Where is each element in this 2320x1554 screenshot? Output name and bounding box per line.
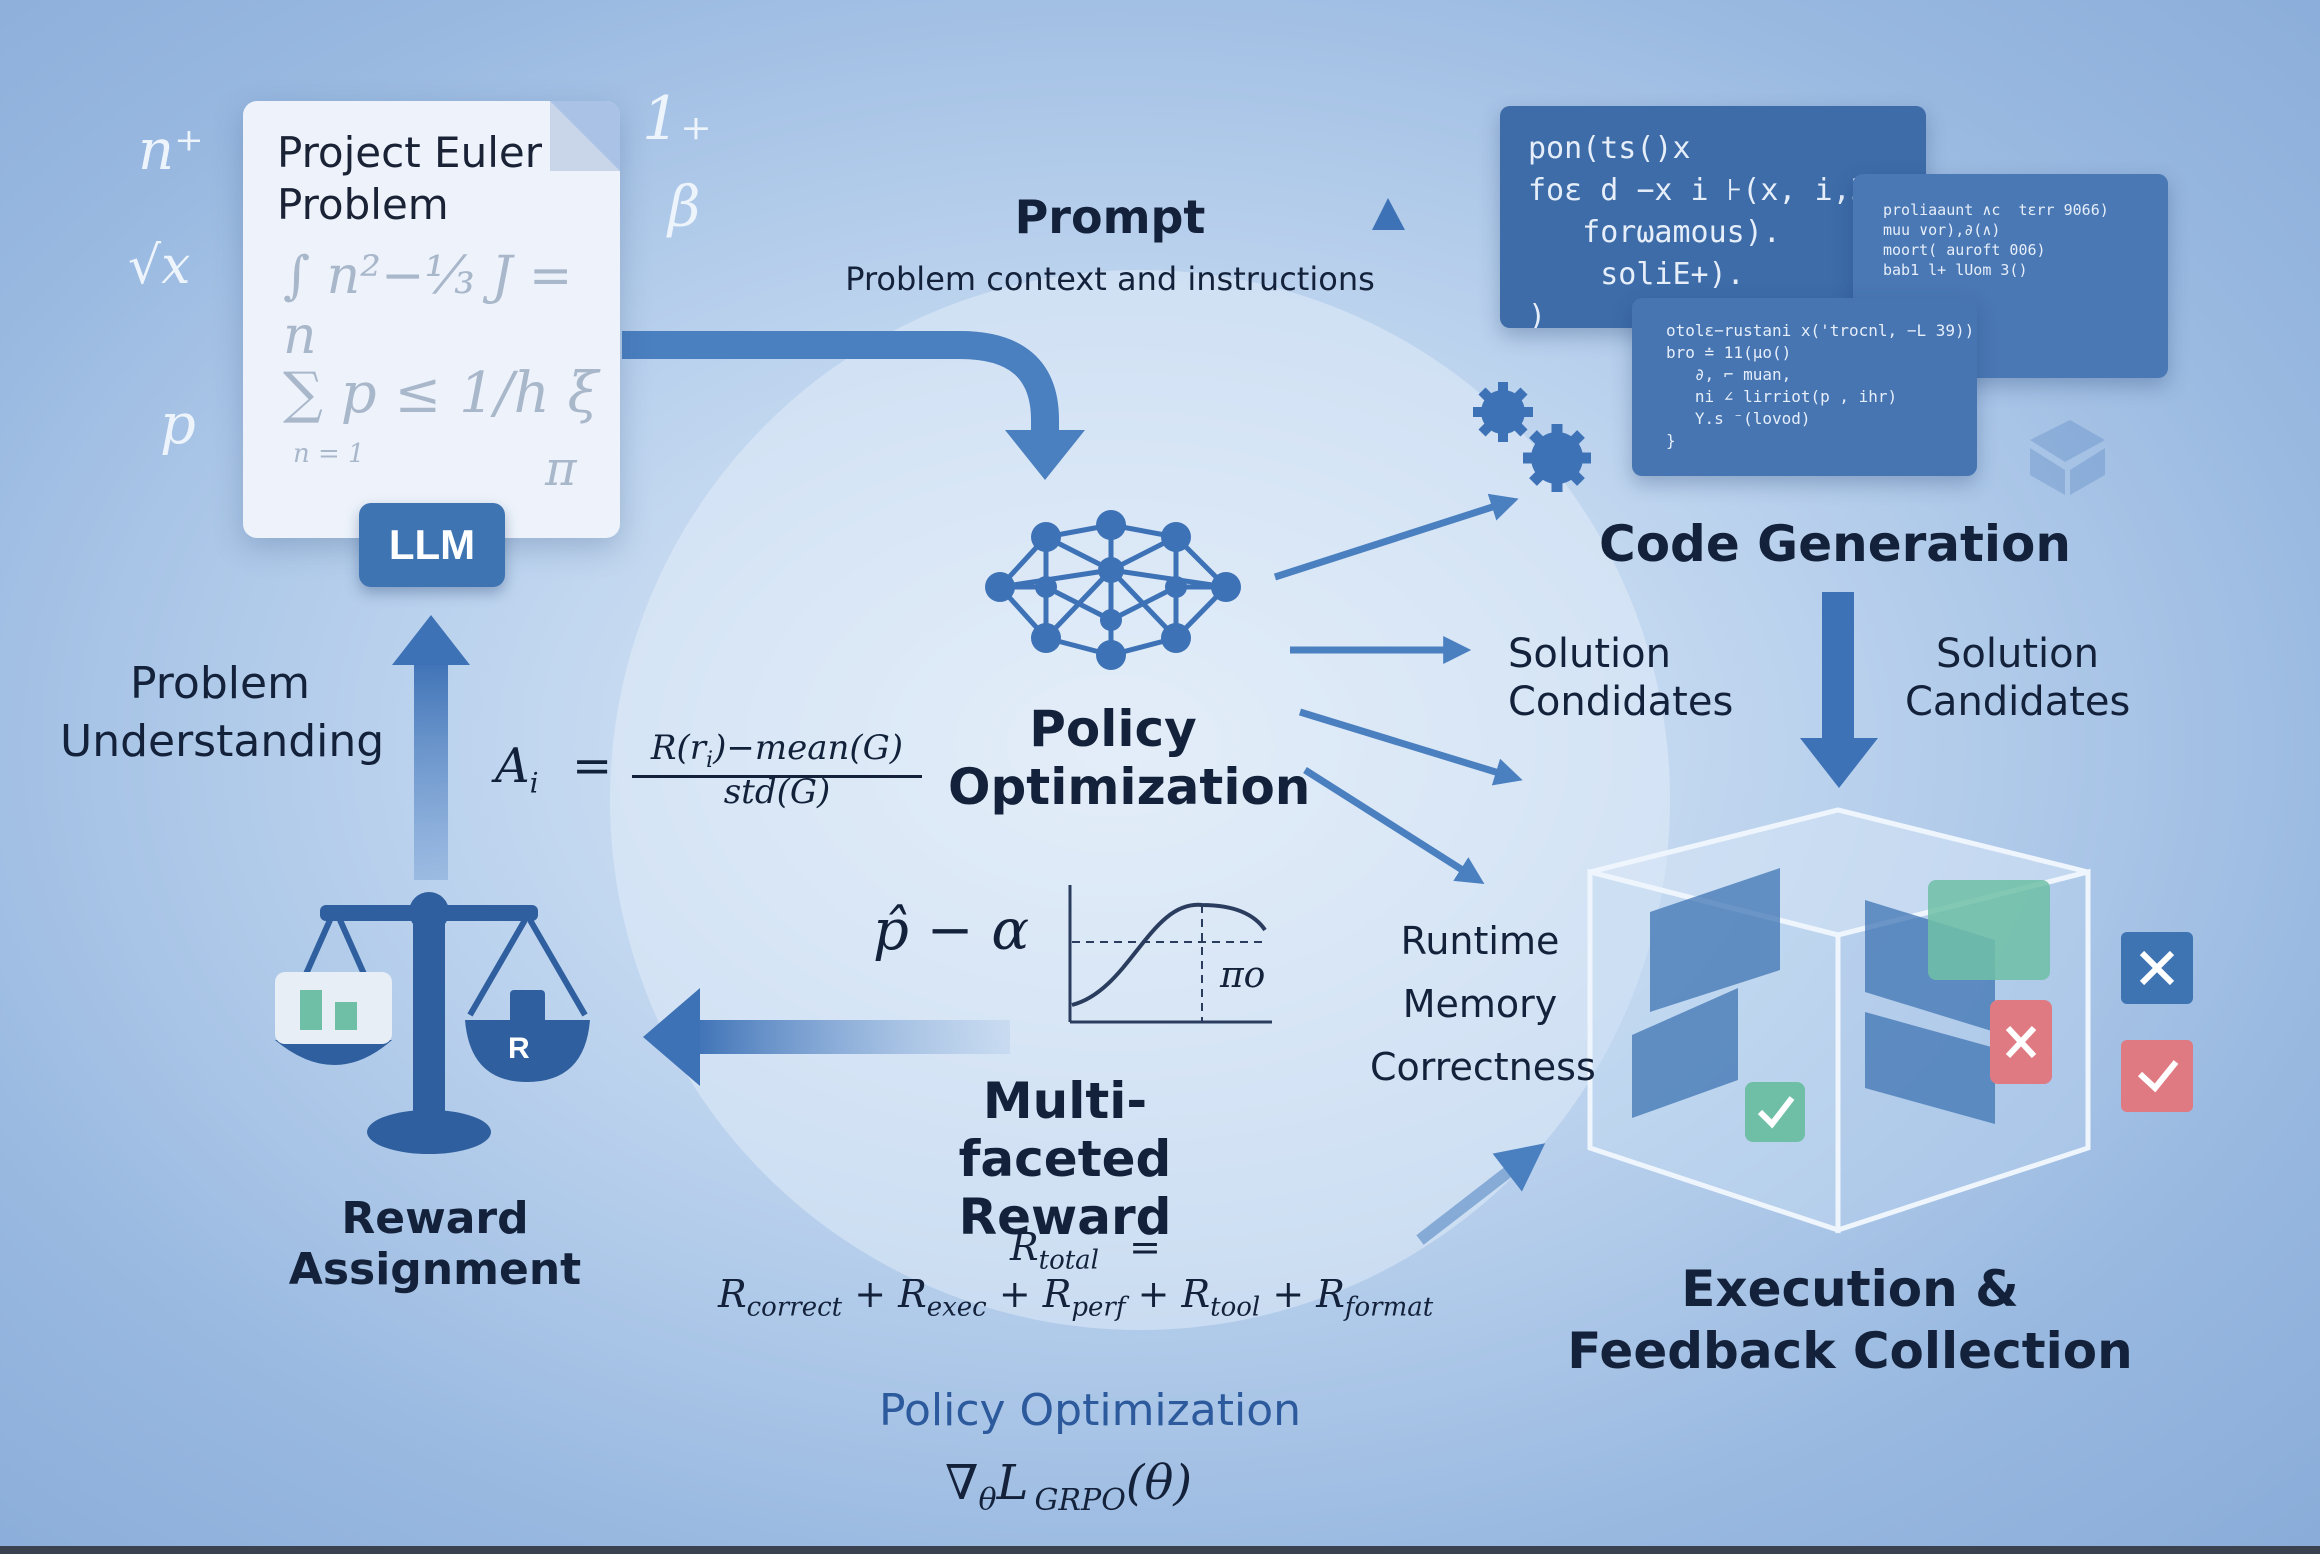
total-equals: = (1129, 1225, 1161, 1269)
policy-optimization-title: Policy Optimization (948, 700, 1311, 816)
term-perf-symbol: R (1042, 1272, 1072, 1316)
metric-correctness: Correctness (1370, 1045, 1596, 1089)
document-formula-1: ∫ n²−⅓ J = n (283, 246, 573, 366)
prompt-subtitle: Problem context and instructions (845, 260, 1375, 298)
term-correct-sub: correct (746, 1292, 843, 1323)
reward-assignment-title: Reward Assignment (288, 1193, 582, 1295)
advantage-numerator-sub: i (706, 747, 714, 773)
metrics-list: Runtime Memory Correctness (1370, 910, 1596, 1099)
advantage-formula: Ai = (495, 738, 632, 800)
neural-network-icon (985, 510, 1241, 670)
document-title: Project Euler Problem (277, 128, 542, 229)
term-exec-symbol: R (898, 1272, 927, 1316)
plus-2: + (998, 1272, 1031, 1316)
term-tool-sub: tool (1210, 1292, 1261, 1323)
document-formula-3: n = 1 (293, 439, 365, 469)
advantage-lhs-sub: i (529, 766, 539, 800)
solution-candidates-left: Solution Condidates (1508, 631, 1734, 725)
gears-icon (1473, 382, 1591, 492)
total-lhs-symbol: R (1010, 1225, 1039, 1269)
solution-candidates-right: Solution Candidates (1905, 631, 2131, 725)
grad-symbol: ∇ (945, 1455, 979, 1511)
loss-arg: (θ) (1125, 1455, 1193, 1511)
arrow-policy-to-codegen (1273, 493, 1519, 581)
plus-3: + (1137, 1272, 1170, 1316)
code-generation-title: Code Generation (1599, 515, 2071, 573)
arrow-down-shaft (1822, 592, 1854, 742)
advantage-denominator: std(G) (723, 772, 831, 812)
total-lhs-sub: total (1038, 1245, 1099, 1276)
term-exec-sub: exec (926, 1292, 987, 1323)
metric-runtime: Runtime (1400, 919, 1560, 963)
arrow-up-shaft (414, 660, 448, 880)
arrow-doc-to-policy (622, 331, 1059, 440)
term-tool-symbol: R (1181, 1272, 1211, 1316)
decor-symbol-beta: β (668, 175, 701, 240)
plus-1: + (854, 1272, 887, 1316)
arrow-left-shaft (695, 1020, 1010, 1054)
arrow-down-head (1800, 738, 1878, 788)
term-perf-sub: perf (1071, 1292, 1126, 1323)
plus-4: + (1272, 1272, 1305, 1316)
page-fold-icon (550, 101, 620, 171)
decor-symbol-p: p (160, 392, 196, 457)
bottom-edge-bar (0, 1546, 2320, 1554)
arrow-up-head (392, 615, 470, 665)
balance-scale-icon (275, 892, 590, 1154)
advantage-numerator: R(ri)−mean(G) (632, 728, 922, 778)
reward-curve-icon (1068, 885, 1272, 1024)
advantage-lhs: A (495, 738, 530, 794)
execution-cube-icon (1587, 807, 2091, 1234)
document-formula-4: π (545, 441, 577, 497)
advantage-numerator-head: R(r (650, 728, 707, 768)
scale-r-label: R (508, 1032, 530, 1065)
bottom-policy-title: Policy Optimization (878, 1385, 1302, 1436)
llm-badge: LLM (359, 503, 505, 587)
metric-memory: Memory (1402, 982, 1558, 1026)
term-format-symbol: R (1316, 1272, 1345, 1316)
total-reward-lhs: Rtotal = (1010, 1225, 1161, 1276)
decor-symbol-n: n⁺ (138, 118, 204, 183)
problem-document-card: Project Euler Problem ∫ n²−⅓ J = n ∑ p ≤… (243, 101, 620, 538)
faded-cube-icon (2030, 420, 2105, 495)
reward-curve-pi: πo (1220, 955, 1266, 996)
document-formula-2: ∑ p ≤ 1/h ξ (283, 361, 599, 426)
grad-sub: θ (978, 1482, 997, 1518)
decor-symbol-sqrt: √x (128, 236, 191, 296)
term-format-sub: format (1344, 1292, 1434, 1323)
reward-curve-label: p̂ − α (873, 898, 1030, 963)
code-panel-front: otolε−rustani x('trocnl, −L 39)) bro ≐ 1… (1632, 298, 1977, 476)
term-correct-symbol: R (718, 1272, 747, 1316)
check-status-icon (2121, 1040, 2193, 1112)
total-reward-terms: Rcorrect + Rexec + Rperf + Rtool + Rform… (718, 1272, 1468, 1323)
decor-symbol-one: 1₊ (642, 84, 712, 154)
prompt-title: Prompt (1014, 190, 1206, 244)
arrow-reward-to-execution (1416, 1143, 1546, 1245)
multi-faceted-reward-title: Multi-faceted Reward (958, 1072, 1172, 1246)
loss-symbol: L (996, 1455, 1029, 1511)
problem-understanding-label: Problem Understanding (60, 658, 385, 767)
arrow-policy-to-execution-1 (1298, 708, 1523, 786)
execution-feedback-title: Execution & Feedback Collection (1567, 1260, 2133, 1380)
loss-sub: GRPO (1034, 1482, 1126, 1518)
arrow-left-head (643, 988, 700, 1086)
arrow-policy-to-execution-2 (1303, 767, 1485, 885)
arrow-doc-to-policy-head (1005, 430, 1085, 480)
prompt-triangle (1372, 198, 1405, 230)
advantage-equals: = (571, 738, 613, 794)
advantage-numerator-rest: )−mean(G) (713, 728, 904, 768)
